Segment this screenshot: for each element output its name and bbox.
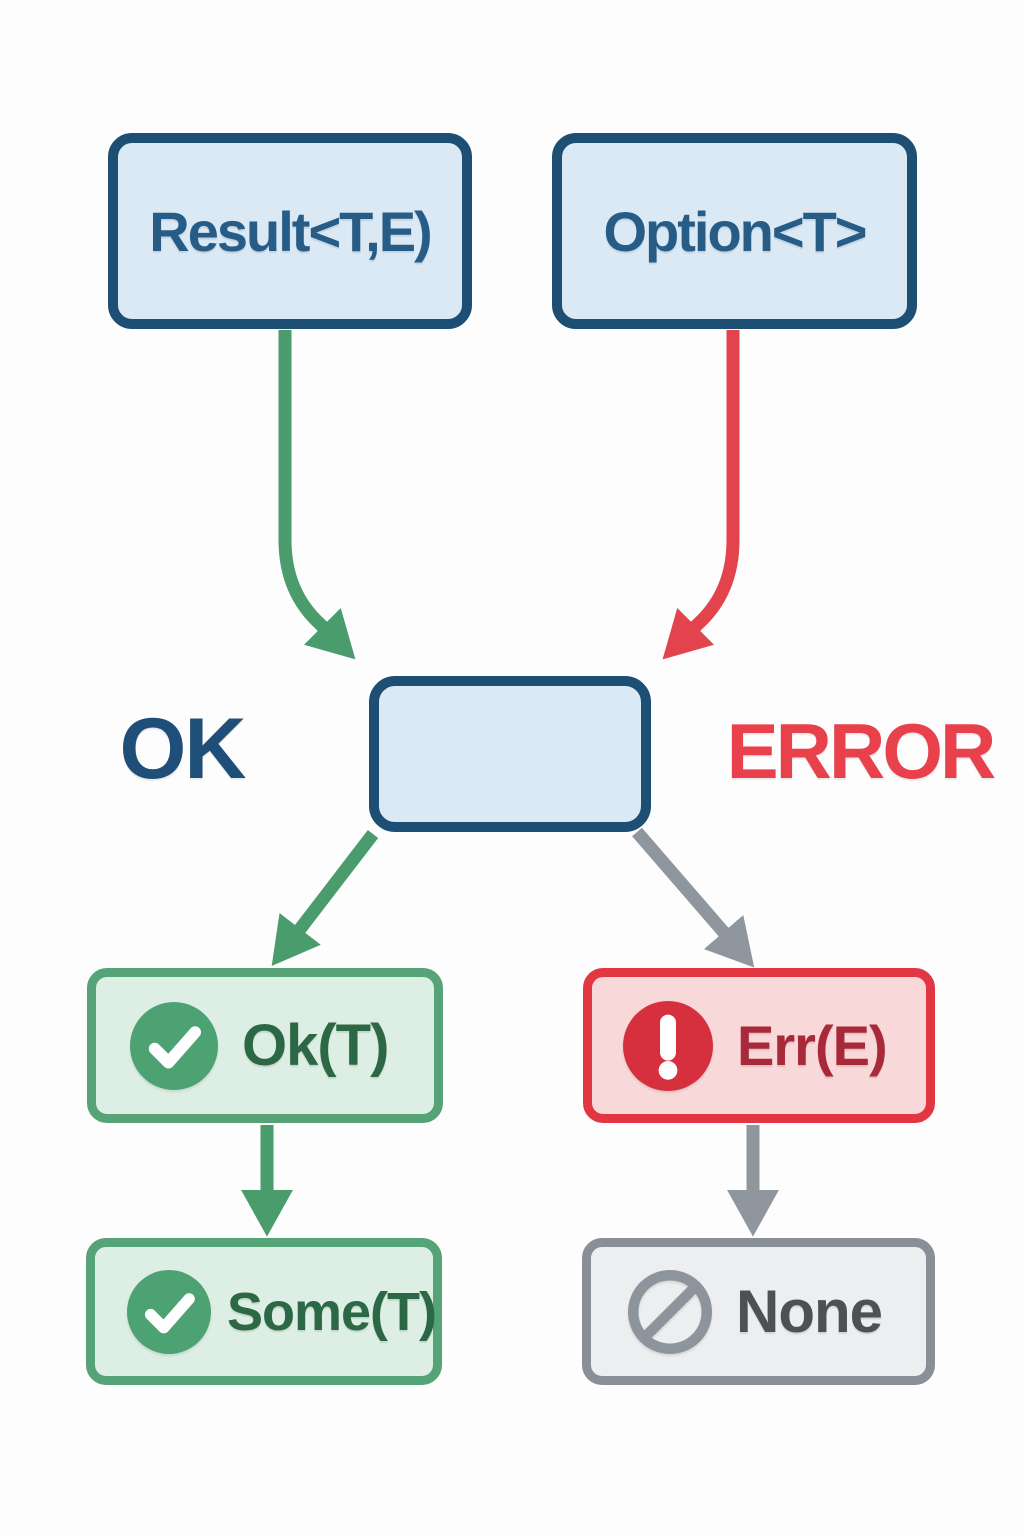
result-to-merge-arrow	[278, 330, 356, 660]
ok-variant-node: Ok(T)	[87, 968, 443, 1123]
err-variant-label: Err(E)	[737, 1014, 888, 1077]
check-circle-icon	[127, 1269, 211, 1354]
error-branch-label: ERROR	[726, 707, 997, 795]
result-type-label: Result<T,E)	[149, 199, 432, 263]
merge-node	[369, 676, 651, 832]
err-variant-node: Err(E)	[583, 968, 935, 1123]
option-type-node: Option<T>	[552, 133, 917, 329]
some-variant-node: Some(T)	[86, 1238, 442, 1385]
some-variant-label: Some(T)	[227, 1281, 437, 1342]
check-circle-icon	[130, 1001, 218, 1090]
option-to-merge-arrow	[662, 330, 740, 660]
merge-to-ok-arrow	[271, 830, 379, 966]
none-variant-node: None	[582, 1238, 935, 1385]
alert-circle-icon	[623, 1000, 713, 1091]
none-variant-label: None	[736, 1278, 883, 1345]
ok-variant-label: Ok(T)	[242, 1013, 389, 1078]
prohibition-icon	[628, 1269, 712, 1354]
ok-branch-label: OK	[119, 701, 247, 797]
option-type-label: Option<T>	[603, 199, 868, 263]
merge-to-err-arrow	[632, 827, 755, 968]
result-type-node: Result<T,E)	[108, 133, 472, 329]
